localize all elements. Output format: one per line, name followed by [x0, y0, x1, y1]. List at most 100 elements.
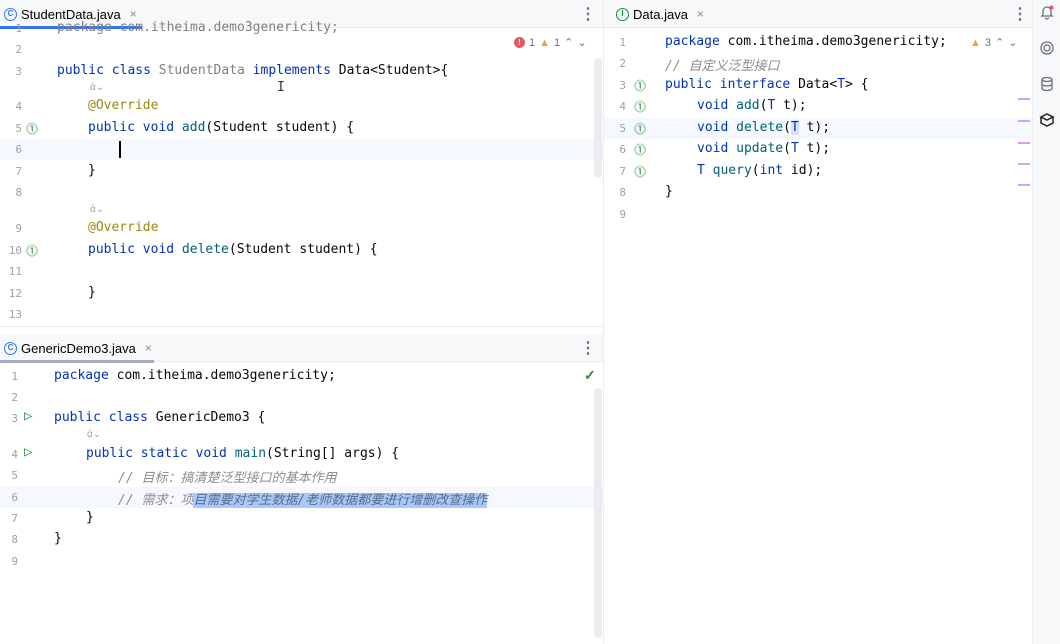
line-number: 11 — [8, 265, 22, 278]
close-icon[interactable]: × — [129, 7, 137, 21]
vertical-scrollbar[interactable] — [594, 58, 602, 178]
active-tab-indicator — [0, 360, 154, 363]
code-comment: // 目标：搞清楚泛型接口的基本作用 — [118, 471, 337, 486]
tab-bar: C StudentData.java × ⋮ — [0, 0, 603, 29]
author-hint[interactable]: ἀ⌄ — [90, 204, 105, 215]
line-number: 2 — [15, 43, 22, 56]
editor-pane-data: I Data.java × ⋮ ▲ 3 ⌃ ⌄ 1 package com.it… — [604, 0, 1032, 644]
plugin-icon[interactable] — [1039, 112, 1055, 128]
implemented-icon[interactable]: ⓵ — [634, 100, 647, 114]
code-text: package com.itheima.demo3genericity; — [57, 20, 339, 35]
code-line: 2 — [0, 387, 603, 408]
line-number: 4 — [11, 448, 18, 461]
implements-method-icon[interactable]: ⓵ — [26, 244, 39, 258]
code-editor[interactable]: 1 package com.itheima.demo3genericity; 2… — [604, 28, 1032, 644]
close-icon[interactable]: × — [144, 341, 152, 355]
vertical-scrollbar[interactable] — [594, 388, 602, 638]
author-hint[interactable]: ἀ⌄ — [87, 429, 102, 440]
error-stripe-mark[interactable] — [1018, 98, 1030, 100]
split-divider[interactable] — [603, 0, 604, 644]
error-stripe-mark[interactable] — [1018, 120, 1030, 122]
author-hint[interactable]: ἀ⌄ — [90, 82, 105, 93]
code-text: @Override — [88, 98, 159, 113]
implemented-icon[interactable]: ⓵ — [634, 165, 647, 179]
right-tool-window-bar — [1032, 0, 1060, 644]
current-line: 6 // 需求：项目需要对学生数据/老师数据都要进行增删改查操作 — [0, 487, 603, 508]
class-file-icon: C — [4, 341, 17, 355]
inspection-widget[interactable]: ▲ 3 ⌃ ⌄ — [970, 36, 1018, 50]
line-number: 8 — [11, 533, 18, 546]
code-text: void update(T t); — [697, 141, 831, 156]
tab-bar: I Data.java × ⋮ — [604, 0, 1032, 28]
chevron-down-icon[interactable]: ⌄ — [577, 37, 587, 49]
implemented-icon[interactable]: ⓵ — [634, 79, 647, 93]
ai-assistant-icon[interactable] — [1039, 40, 1055, 56]
implemented-icon[interactable]: ⓵ — [634, 122, 647, 136]
code-line: 9 — [604, 204, 1032, 225]
code-text: } — [86, 510, 94, 525]
code-line: 2 // 自定义泛型接口 — [604, 53, 1032, 74]
editor-pane-student-data: C StudentData.java × ⋮ ! 1 ▲ 1 ⌃ ⌄ 1 pac… — [0, 0, 603, 326]
warning-icon: ▲ — [539, 36, 551, 49]
line-number: 6 — [15, 143, 22, 156]
tab-data[interactable]: I Data.java × — [612, 0, 712, 28]
current-line: 5 ⓵ void delete(T t); — [604, 118, 1032, 139]
code-text: public class StudentData implements Data… — [57, 63, 449, 78]
tab-label: GenericDemo3.java — [21, 340, 136, 356]
line-number: 9 — [15, 222, 22, 235]
database-icon[interactable] — [1039, 76, 1055, 92]
implemented-icon[interactable]: ⓵ — [634, 143, 647, 157]
tab-generic-demo[interactable]: C GenericDemo3.java × — [0, 334, 154, 363]
error-stripe-mark[interactable] — [1018, 163, 1030, 165]
code-line: 7 ⓵ T query(int id); — [604, 161, 1032, 182]
line-number: 10 — [8, 244, 22, 257]
line-number: 7 — [11, 512, 18, 525]
code-editor[interactable]: 1 package com.itheima.demo3genericity; 2… — [0, 20, 603, 326]
error-stripe-mark[interactable] — [1018, 142, 1030, 144]
line-number: 2 — [619, 57, 626, 70]
code-line: 7 } — [0, 161, 603, 182]
line-number: 1 — [15, 22, 22, 35]
code-comment: // 自定义泛型接口 — [665, 59, 780, 74]
warning-icon: ▲ — [970, 36, 981, 49]
line-number: 9 — [11, 555, 18, 568]
code-editor[interactable]: 1 package com.itheima.demo3genericity; 2… — [0, 364, 603, 644]
code-line: 5 ⓵ public void add(Student student) { — [0, 118, 603, 139]
code-line: 8 } — [604, 182, 1032, 203]
code-text: } — [54, 531, 62, 546]
code-text: } — [665, 184, 673, 199]
text-selection: T — [790, 120, 799, 135]
tab-student-data[interactable]: C StudentData.java × — [0, 0, 142, 29]
code-text: @Override — [88, 220, 159, 235]
more-options-icon[interactable]: ⋮ — [580, 340, 596, 357]
code-line: 2 — [0, 39, 603, 60]
code-text: T query(int id); — [697, 163, 823, 178]
code-line: 1 package com.itheima.demo3genericity; — [0, 18, 603, 39]
no-problems-check-icon[interactable]: ✓ — [584, 367, 596, 383]
code-line: 12 } — [0, 283, 603, 304]
chevron-down-icon[interactable]: ⌄ — [1008, 37, 1018, 49]
chevron-up-icon[interactable]: ⌃ — [564, 37, 574, 49]
tab-label: Data.java — [633, 6, 688, 22]
code-line: 1 package com.itheima.demo3genericity; — [604, 32, 1032, 53]
inspection-widget[interactable]: ! 1 ▲ 1 ⌃ ⌄ — [514, 36, 587, 49]
notifications-icon[interactable] — [1039, 4, 1055, 20]
line-number: 5 — [15, 122, 22, 135]
split-divider[interactable] — [0, 326, 603, 334]
implements-method-icon[interactable]: ⓵ — [26, 122, 39, 136]
code-line: 7 } — [0, 508, 603, 529]
run-icon[interactable]: ▷ — [24, 408, 33, 424]
close-icon[interactable]: × — [696, 7, 704, 21]
code-comment: // 需求：项目需要对学生数据/老师数据都要进行增删改查操作 — [118, 493, 488, 508]
line-number: 3 — [11, 412, 18, 425]
run-icon[interactable]: ▷ — [24, 444, 33, 460]
more-options-icon[interactable]: ⋮ — [1012, 6, 1028, 23]
code-line: 4 ⓵ void add(T t); — [604, 96, 1032, 117]
error-icon: ! — [514, 37, 525, 48]
code-line: 9 — [0, 551, 603, 572]
warning-count: 3 — [984, 36, 992, 49]
chevron-up-icon[interactable]: ⌃ — [995, 37, 1005, 49]
more-options-icon[interactable]: ⋮ — [580, 6, 596, 23]
code-text: public class GenericDemo3 { — [54, 410, 266, 425]
error-stripe-mark[interactable] — [1018, 184, 1030, 186]
